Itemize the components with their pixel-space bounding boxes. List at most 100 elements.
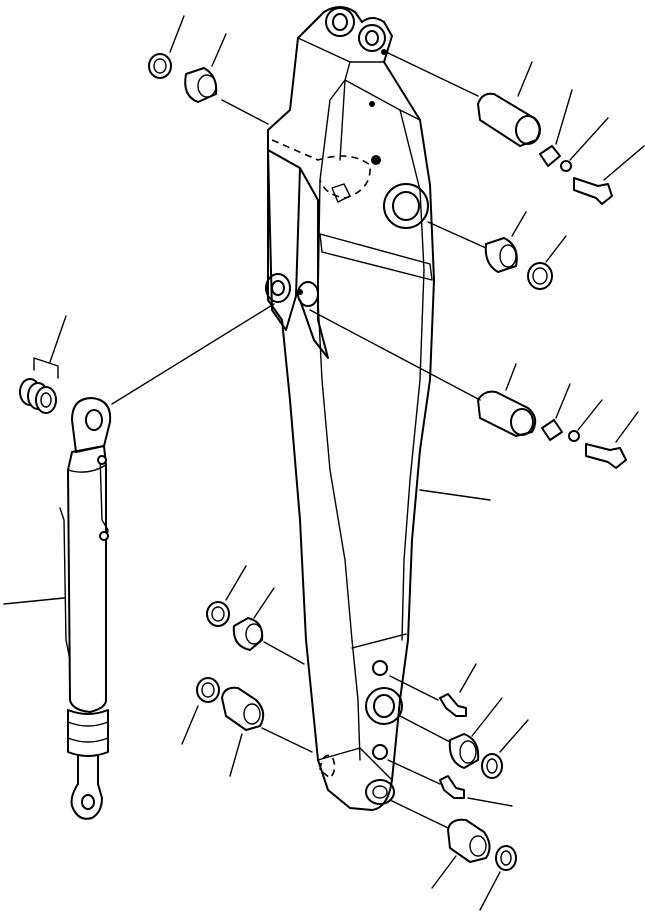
arm-top-boss-left-hole [332, 13, 348, 31]
line-bushing-mid [427, 221, 487, 249]
leader-pin-upper [517, 61, 533, 97]
arm-top-fitting [381, 49, 387, 55]
leader-seal-mid-right [545, 235, 567, 263]
arm-top-boss-left [325, 7, 355, 37]
seal-lower-left-1-hole [211, 606, 225, 622]
line-flange-bushing-lower-right [389, 799, 449, 829]
leader-bushing-lower-left-1 [253, 587, 275, 619]
cylinder-rod-eye-hole [81, 794, 95, 810]
arm-tip-hidden [319, 754, 336, 780]
plate-lower [541, 419, 563, 441]
arm-boss-fitting [371, 155, 381, 165]
seal-mid-right [527, 262, 553, 290]
leader-bushing-top-left [211, 33, 227, 67]
top-left-parts [148, 53, 218, 103]
arm-lower-fitting-2 [372, 744, 388, 760]
arm-bracket-fitting [297, 289, 303, 295]
cylinder-head-eye [71, 397, 112, 453]
leader-bushing-lower-right [471, 697, 503, 737]
leader-washer-upper [569, 117, 609, 161]
arm-top-boss-right [358, 24, 386, 52]
bolt-lower [585, 443, 627, 469]
leader-bushing-mid-right [511, 211, 527, 237]
line-fitting-1 [389, 675, 439, 701]
arm-lower-fitting-1 [372, 660, 388, 676]
leader-arm [419, 489, 491, 501]
lower-right-parts [477, 390, 627, 469]
arm-boss-bolt [369, 101, 375, 107]
bushing-lower-right [448, 733, 480, 769]
leader-seal-top-left [169, 15, 185, 53]
bushing-lower-right-end [459, 740, 477, 764]
assembly-lines [111, 51, 487, 829]
arm-mid-boss [383, 183, 429, 229]
arm-side-web [317, 79, 361, 761]
leader-shims [49, 315, 67, 363]
seal-mid-right-hole [532, 267, 548, 285]
plate-upper [539, 145, 561, 167]
line-cylinder-head [111, 303, 275, 405]
seal-lower-right-2 [495, 845, 517, 871]
mid-right-parts [484, 237, 553, 290]
lower-left-parts [196, 601, 265, 731]
flange-bushing-lower-right [447, 818, 491, 863]
arm-bracket-boss-hole [271, 280, 285, 296]
arm-box-section [319, 233, 433, 281]
bolt-upper [573, 177, 613, 205]
seal-lower-right-1 [481, 753, 503, 779]
arm-cylinder-bracket [267, 149, 329, 359]
bushing-mid-right [484, 237, 518, 273]
leader-washer-lower [577, 399, 603, 431]
shim-hole [40, 392, 52, 408]
shim-bracket [33, 357, 59, 379]
line-pin-upper [385, 51, 479, 97]
bucket-cylinder [59, 397, 112, 820]
leader-lines [3, 15, 645, 911]
bushing-mid-right-end [499, 244, 517, 268]
top-right-parts [477, 92, 613, 205]
leader-cylinder [3, 597, 65, 605]
grease-fitting-1 [439, 693, 467, 717]
line-bushing-lower-left-2 [261, 727, 313, 753]
leader-bolt-upper [603, 145, 645, 181]
leader-grease-fitting-1 [459, 663, 477, 693]
bushing-lower-left-1 [232, 617, 264, 651]
cylinder-head-eye-hole [85, 409, 103, 431]
bushing-top-left-end [197, 74, 217, 98]
arm-hex-nut [331, 183, 351, 203]
seal-lower-left-1 [206, 601, 230, 627]
cylinder-rod [77, 755, 99, 785]
shim-3 [35, 386, 57, 414]
pin-upper-head [515, 115, 541, 145]
bushing-lower-left-1-end [245, 623, 263, 645]
seal-top-left [148, 53, 172, 79]
cylinder-barrel [67, 445, 107, 713]
leader-plate-lower [555, 383, 571, 419]
leader-seal-lower-left-2 [181, 705, 199, 745]
cylinder-rod-eye [70, 783, 103, 820]
leader-seal-lower-left-1 [225, 565, 247, 601]
arm-lower-plate [317, 633, 407, 781]
cylinder-gland-ring [67, 721, 109, 743]
leader-flange-bushing-lower-left [229, 733, 243, 777]
leader-pin-lower [505, 363, 517, 391]
arm-lower-boss-hole [373, 694, 395, 718]
arm-top-boss-right-hole [365, 30, 379, 46]
leader-flange-bushing-lower-right [431, 855, 457, 889]
line-bushing-lower-right [399, 715, 451, 743]
flange-bushing-lower-left [221, 686, 265, 731]
leader-seal-lower-right-2 [479, 871, 501, 911]
seal-lower-right-2-hole [500, 850, 512, 866]
grease-fitting-2 [439, 775, 465, 799]
line-bushing-lower-left-1 [263, 641, 305, 665]
arm-top-plate [297, 37, 421, 161]
seal-top-left-hole [153, 58, 167, 74]
washer-lower [568, 430, 580, 442]
line-pin-lower [309, 309, 481, 401]
seal-lower-left-2-hole [201, 682, 215, 698]
line-bushing-top-left [221, 99, 269, 125]
pin-lower [477, 390, 537, 437]
arm-tip-boss [365, 779, 395, 805]
arm-mid-boss-hole [392, 191, 420, 221]
